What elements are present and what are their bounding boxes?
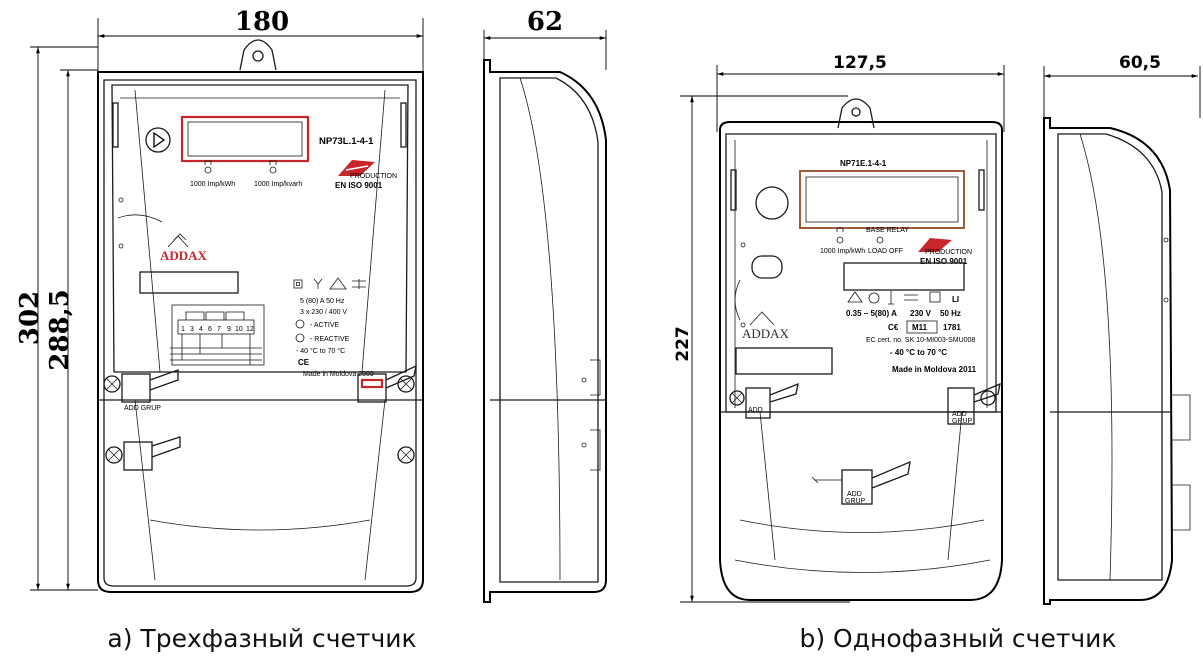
svg-text:GRUP: GRUP bbox=[845, 498, 866, 505]
lcd-display bbox=[180, 115, 310, 163]
dimension-a-height: 302 288,5 bbox=[15, 46, 98, 591]
svg-text:230 V: 230 V bbox=[910, 309, 932, 318]
pulse-led-right: 1000 Imp/kvarh bbox=[254, 160, 302, 188]
svg-text:CE: CE bbox=[298, 358, 310, 367]
dimension-label: 127,5 bbox=[833, 53, 887, 73]
svg-text:7: 7 bbox=[217, 326, 221, 333]
svg-text:4: 4 bbox=[199, 326, 203, 333]
svg-text:12: 12 bbox=[246, 326, 254, 333]
secondary-window bbox=[843, 262, 965, 291]
certification-logo: PRODUCTION EN ISO 9001 bbox=[335, 160, 397, 190]
seal-clamp bbox=[357, 364, 417, 403]
dimension-label: 60,5 bbox=[1119, 53, 1161, 73]
dimension-label: 180 bbox=[235, 7, 289, 37]
svg-text:1: 1 bbox=[181, 326, 185, 333]
svg-text:ADD: ADD bbox=[748, 407, 763, 414]
caption-a: a) Трехфазный счетчик bbox=[107, 624, 416, 653]
svg-text:- 40 °C to 70 °C: - 40 °C to 70 °C bbox=[296, 347, 345, 355]
svg-text:PRODUCTION: PRODUCTION bbox=[350, 173, 397, 180]
svg-text:1781: 1781 bbox=[943, 323, 961, 332]
lcd-display bbox=[799, 170, 965, 229]
svg-text:C€: C€ bbox=[888, 323, 899, 332]
brand-logo: ADDAX bbox=[742, 311, 790, 341]
secondary-window bbox=[139, 271, 239, 294]
dimension-label: 302 bbox=[15, 291, 45, 345]
svg-text:ADD: ADD bbox=[952, 411, 967, 418]
svg-text:LI: LI bbox=[952, 295, 959, 304]
svg-text:LOAD OFF: LOAD OFF bbox=[868, 248, 903, 255]
svg-text:3: 3 bbox=[190, 326, 194, 333]
certification-logo: PRODUCTION EN ISO 9001 bbox=[918, 238, 972, 266]
svg-text:9: 9 bbox=[227, 326, 231, 333]
caption-b: b) Однофазный счетчик bbox=[799, 624, 1116, 653]
seal-clamp: ADD bbox=[729, 382, 799, 419]
seal-clamp bbox=[105, 436, 181, 471]
svg-text:6: 6 bbox=[208, 326, 212, 333]
svg-text:EN ISO 9001: EN ISO 9001 bbox=[920, 257, 968, 266]
svg-text:BASE RELAY: BASE RELAY bbox=[866, 227, 909, 234]
brand-logo: ADDAX bbox=[160, 233, 208, 263]
seal-clamp: ADD GRUP bbox=[811, 460, 911, 505]
play-button-icon bbox=[145, 127, 171, 153]
svg-text:ADDAX: ADDAX bbox=[160, 248, 208, 263]
dimension-label: 62 bbox=[527, 7, 563, 37]
seal-clamp: ADD GRUP bbox=[947, 382, 1001, 425]
svg-text:ADD GRUP: ADD GRUP bbox=[124, 405, 161, 412]
model-label: NP71E.1-4-1 bbox=[840, 159, 887, 168]
svg-text:5 (80) A 50 Hz: 5 (80) A 50 Hz bbox=[300, 298, 345, 305]
svg-text:ADD: ADD bbox=[847, 491, 862, 498]
dimension-b-height: 227 bbox=[673, 95, 850, 603]
seal-clamp: ADD GRUP bbox=[103, 369, 179, 412]
symbol-row bbox=[293, 277, 366, 290]
svg-text:10: 10 bbox=[235, 326, 243, 333]
svg-text:0.35 – 5(80) A: 0.35 – 5(80) A bbox=[846, 309, 897, 318]
svg-text:1000 Imp/kvarh: 1000 Imp/kvarh bbox=[254, 181, 302, 188]
svg-text:3 x 230 / 400 V: 3 x 230 / 400 V bbox=[300, 309, 347, 316]
svg-text:- 40 °C to 70 °C: - 40 °C to 70 °C bbox=[890, 348, 947, 357]
meter-b-side-view: 60,5 bbox=[1043, 53, 1201, 605]
svg-text:50 Hz: 50 Hz bbox=[940, 309, 961, 318]
pulse-led-left: 1000 Imp/kWh bbox=[190, 160, 235, 188]
svg-text:PRODUCTION: PRODUCTION bbox=[925, 249, 972, 256]
dimension-b-depth: 60,5 bbox=[1043, 53, 1201, 118]
svg-text:1000 Imp/kWh: 1000 Imp/kWh bbox=[820, 248, 865, 255]
pulse-led: 1000 Imp/kWh bbox=[820, 227, 865, 255]
meter-b-front-view: 127,5 227 NP71E.1-4-1 1000 Imp/kWh BASE … bbox=[673, 53, 1005, 603]
dimension-a-depth: 62 bbox=[483, 7, 607, 70]
dimension-label: 288,5 bbox=[45, 289, 75, 370]
relay-led: BASE RELAY LOAD OFF bbox=[866, 227, 909, 255]
terminal-diagram: 1 3 4 6 7 9 10 12 bbox=[170, 304, 265, 366]
dimension-b-width: 127,5 bbox=[716, 53, 1005, 132]
svg-text:M11: M11 bbox=[912, 323, 928, 332]
svg-text:EN ISO 9001: EN ISO 9001 bbox=[335, 181, 383, 190]
dimension-label: 227 bbox=[673, 326, 693, 362]
model-label: NP73L.1-4-1 bbox=[319, 136, 374, 147]
meter-a-front-view: 180 302 288,5 NP73L.1-4-1 bbox=[15, 7, 424, 593]
dimension-a-width: 180 bbox=[97, 7, 424, 72]
meter-a-side-view: 62 bbox=[483, 7, 607, 603]
svg-text:ADDAX: ADDAX bbox=[742, 326, 790, 341]
svg-text:- ACTIVE: - ACTIVE bbox=[310, 322, 340, 329]
svg-text:- REACTIVE: - REACTIVE bbox=[310, 336, 350, 343]
svg-text:Made in Moldova 2009: Made in Moldova 2009 bbox=[303, 371, 374, 378]
svg-text:EC cert. no. SK 10-MI003-SMU00: EC cert. no. SK 10-MI003-SMU008 bbox=[866, 337, 975, 344]
svg-text:Made in Moldova 2011: Made in Moldova 2011 bbox=[892, 365, 977, 374]
symbol-row: LI bbox=[847, 291, 959, 305]
svg-text:1000 Imp/kWh: 1000 Imp/kWh bbox=[190, 181, 235, 188]
svg-text:GRUP: GRUP bbox=[952, 418, 973, 425]
